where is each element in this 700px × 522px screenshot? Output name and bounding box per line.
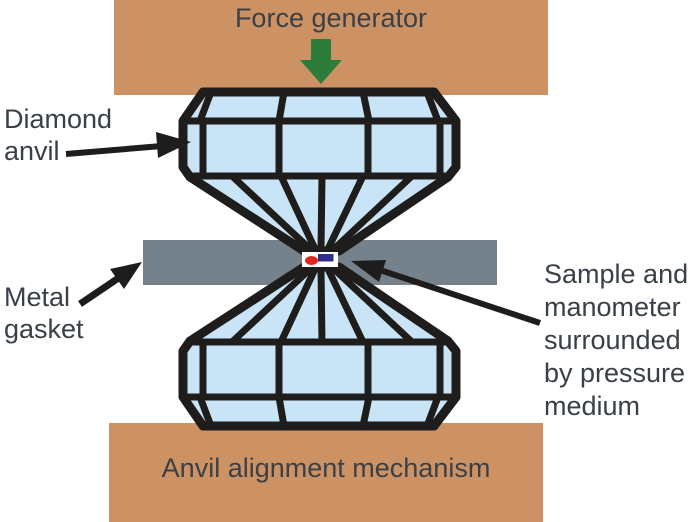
bottom-diamond-outline xyxy=(178,262,461,431)
diamond-anvil-label: Diamond anvil xyxy=(4,104,113,167)
force-generator-label: Force generator xyxy=(234,3,428,33)
sample-arrow-icon xyxy=(351,260,541,326)
diamond-anvil-arrow-icon xyxy=(65,132,191,158)
metal-gasket-arrow-icon xyxy=(78,262,142,307)
top-diamond-anvil xyxy=(178,87,461,256)
sample-label: Sample and manometer surrounded by press… xyxy=(544,259,689,421)
bottom-diamond-anvil xyxy=(178,262,461,431)
metal-gasket-label: Metal gasket xyxy=(4,282,84,345)
sample-arrow-head xyxy=(351,260,386,282)
anvil-alignment-block xyxy=(109,423,543,522)
sample-arrow-shaft xyxy=(379,267,541,326)
diamond-anvil-arrow-shaft xyxy=(65,143,163,157)
metal-gasket-arrow-head xyxy=(110,262,142,289)
diamond-anvil-arrow-head xyxy=(156,132,191,158)
force-arrow-icon xyxy=(300,39,342,84)
sample-dot xyxy=(305,256,318,265)
top-diamond-outline xyxy=(178,87,461,256)
anvil-alignment-label: Anvil alignment mechanism xyxy=(161,453,491,483)
manometer-chip xyxy=(318,254,334,262)
metal-gasket-arrow-shaft xyxy=(78,274,122,307)
top-diamond-facets xyxy=(179,88,460,253)
bottom-diamond-facets xyxy=(179,265,460,430)
